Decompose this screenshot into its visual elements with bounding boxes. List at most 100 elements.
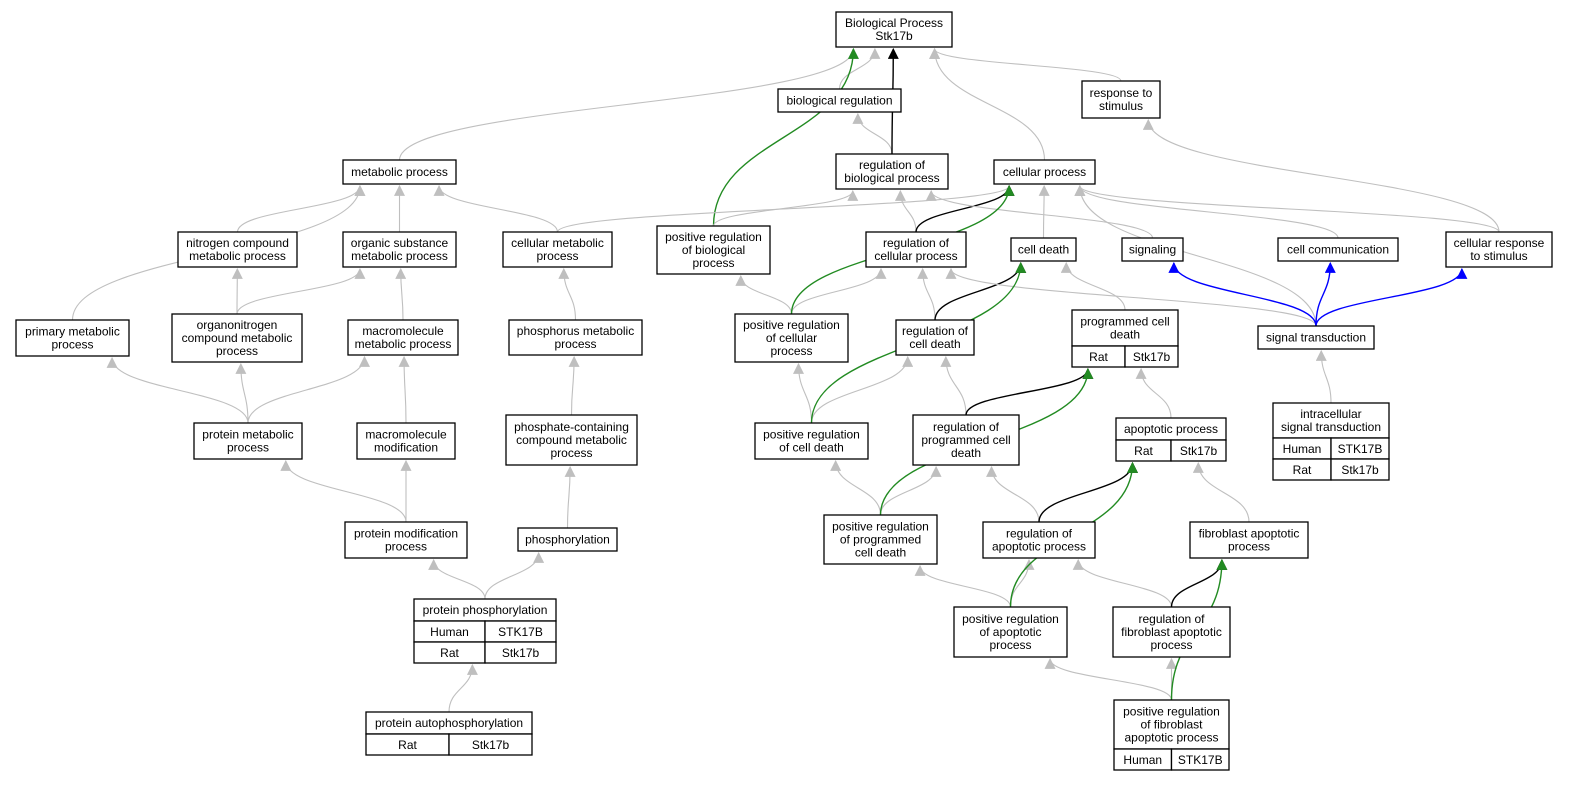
node-label: process [554,337,596,351]
node-label: compound metabolic [182,331,293,345]
node-phosph: phosphorylation [517,527,618,552]
node-label: fibroblast apoptotic [1121,625,1222,639]
node-box [1445,231,1553,268]
edge-signaling-to-regbio [925,189,1154,239]
node-label: metabolic process [189,249,286,263]
node-bioreg: biological regulation [777,88,902,113]
edge-regprogdeath-to-progdeath [965,367,1094,416]
node-label: process [227,441,269,455]
node-box [1257,325,1375,350]
node-box [344,521,468,559]
edge-posregcell-to-regcell [790,267,887,315]
edge-sigtrans-to-regcell [945,267,1317,327]
node-box [505,414,638,466]
edge-posregdeath-to-regcelldeath [810,355,914,424]
edge-bioreg-to-root [838,47,881,90]
node-label: signal transduction [1281,420,1381,434]
edge-sigtrans-to-cellcomm [1315,261,1336,327]
node-label: fibroblast apoptotic [1199,527,1300,541]
node-label: cell death [1018,243,1069,257]
edge-posregdeath-to-posregcell [793,362,813,424]
edge-regprogdeath-to-regcelldeath [940,355,967,416]
edge-sigtrans-to-cellproc [1074,184,1317,327]
gene-cell: Stk17b [448,733,533,756]
node-label: phosphate-containing [514,420,629,434]
species-cell: Human [1272,437,1332,460]
node-box [895,319,975,356]
node-box [1272,402,1390,439]
node-label: process [989,638,1031,652]
edge-regfibro-to-regapopt [1072,558,1173,608]
node-label: cellular metabolic [511,236,604,250]
node-label: death [1110,328,1140,342]
svg-text:STK17B: STK17B [1178,753,1223,767]
svg-text:Human: Human [1283,442,1322,456]
edge-posregbio-to-root [712,47,859,227]
node-box [982,521,1096,559]
edge-metab-to-root [398,47,859,161]
edge-cellproc-to-root [929,47,1046,161]
species-cell: Human [1113,748,1173,771]
node-label: of fibroblast [1140,718,1203,732]
species-cell: Human [413,620,486,643]
node-signaling: signaling [1121,237,1184,262]
edge-posregprog-to-posregdeath [830,459,882,516]
species-cell: Rat [365,733,450,756]
edge-posregfibro-to-posregapopt [1044,657,1173,701]
node-label: biological process [844,171,939,185]
node-sigtrans: signal transduction [1257,325,1375,350]
node-label: macromolecule [365,428,447,442]
edge-protmetab-to-organonitro [235,362,249,424]
edge-macrometab-to-orgsub [395,267,407,321]
node-box [734,313,849,363]
edge-protphos-to-protmod [428,558,486,600]
node-label: regulation of [883,236,950,250]
node-label: positive regulation [832,520,929,534]
gene-cell: STK17B [1330,437,1390,460]
node-label: regulation of [933,420,1000,434]
svg-text:Stk17b: Stk17b [502,646,540,660]
node-label: macromolecule [362,324,444,338]
node-box [656,225,771,275]
edge-respstim-to-root [929,47,1122,82]
edge-fibroapopt-to-apopt [1192,461,1250,523]
node-label: metabolic process [351,249,448,263]
node-label: process [770,344,812,358]
edge-protauto-to-protphos [448,663,478,713]
node-box [502,231,613,268]
node-label: nitrogen compound [186,236,289,250]
edge-organonitro-to-orgsub [236,267,366,315]
node-label: process [550,446,592,460]
node-label: phosphorus metabolic [517,324,634,338]
svg-text:Rat: Rat [398,738,417,752]
node-label: Biological Process [845,16,943,30]
node-label: process [385,540,427,554]
node-label: metabolic process [355,337,452,351]
edge-phoscomp-to-phosmetab [568,355,580,416]
node-box [342,159,457,185]
svg-text:Stk17b: Stk17b [472,738,510,752]
species-cell: Rat [1115,439,1172,462]
edge-protmetab-to-primmetab [106,356,249,424]
gene-cell: Stk17b [1124,345,1179,368]
edge-cellmetab-to-cellproc [556,184,1015,233]
edge-protphos-to-phosph [484,551,545,600]
node-label: response to [1090,86,1153,100]
node-box [508,319,643,356]
edge-protmetab-to-macrometab [247,355,370,424]
gene-cell: Stk17b [1170,439,1227,462]
